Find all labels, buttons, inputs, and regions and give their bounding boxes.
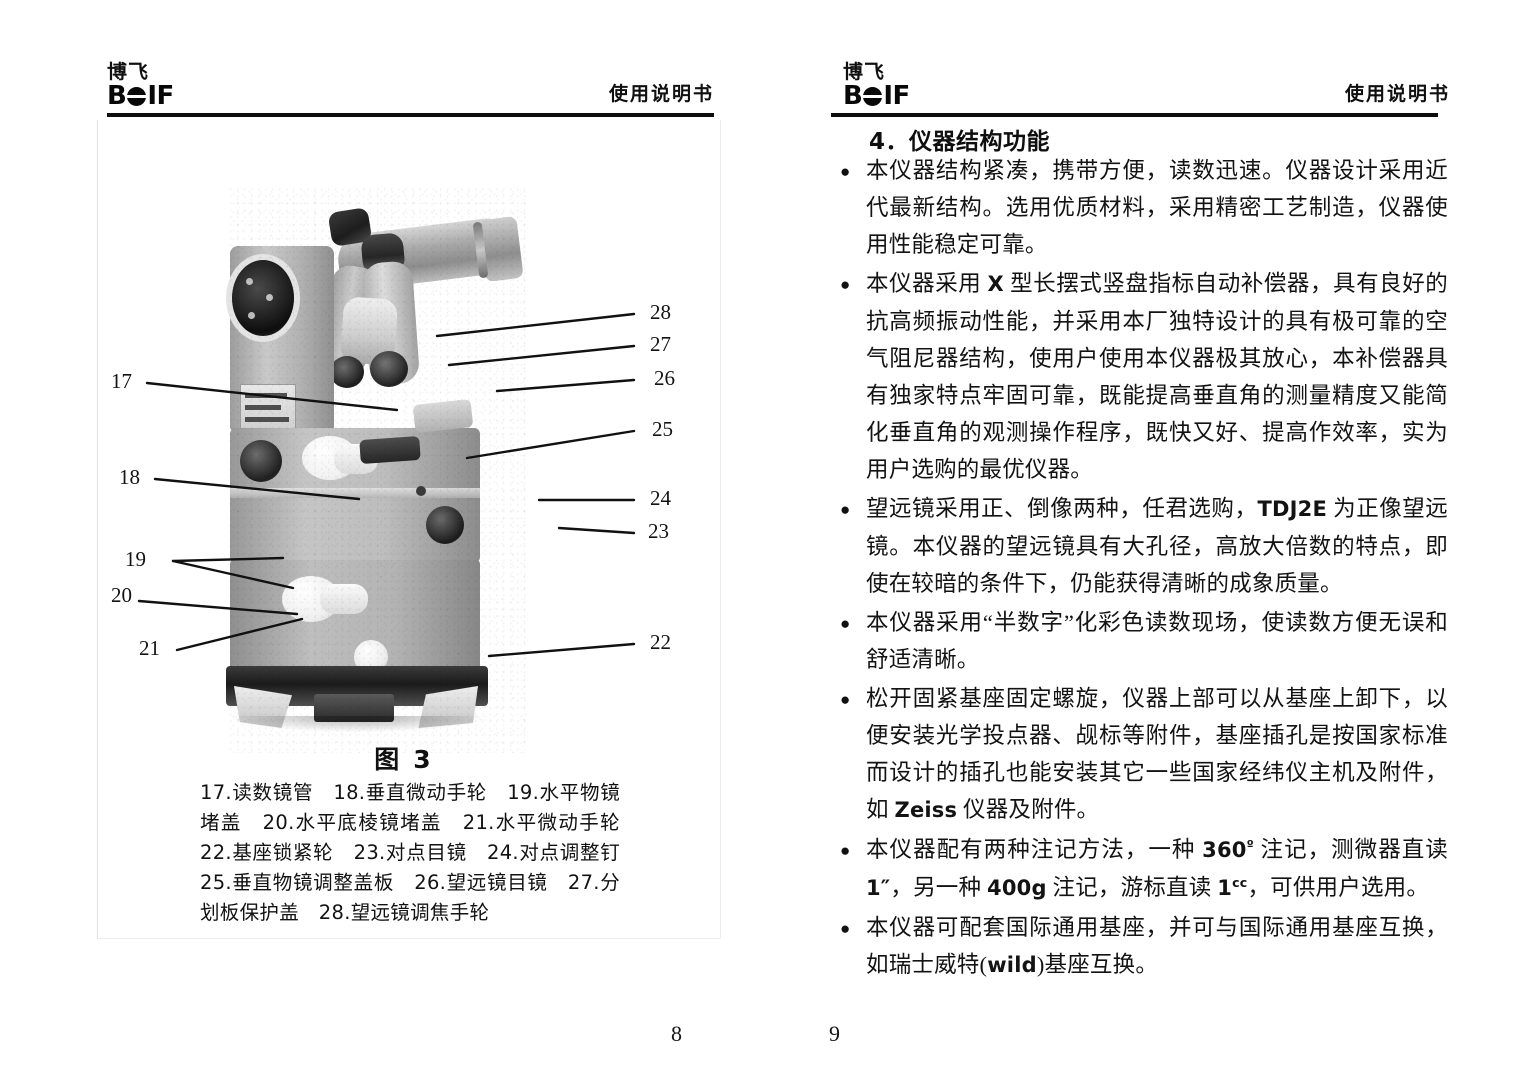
bullet-item-1: ● 本仪器结构紧凑，携带方便，读数迅速。仪器设计采用近代最新结构。选用优质材料，…: [840, 152, 1448, 263]
callout-number-23: 23: [648, 519, 669, 543]
bullet-item-5: ● 松开固紧基座固定螺旋，仪器上部可以从基座上卸下，以便安装光学投点器、觇标等附…: [840, 680, 1448, 829]
callout-number-19: 19: [125, 547, 146, 571]
brand-logo-letters-if: IF: [147, 81, 174, 111]
bullet-marker-5: ●: [840, 690, 851, 709]
levelling-screw-center: [314, 694, 394, 722]
figure-3: 17 18 19 20 21 28 27 26 25 24 23 22: [97, 128, 722, 753]
callout-number-18: 18: [119, 465, 140, 489]
figure-number: 3: [413, 745, 445, 774]
figure-label: 图: [374, 745, 414, 774]
photo-shadow: [230, 716, 485, 732]
cover-dot-1: [246, 278, 253, 285]
reading-eyepiece: [370, 351, 408, 387]
brand-logo-latin-right: B IF: [843, 83, 910, 109]
bullet-item-2: ● 本仪器采用 X 型长摆式竖盘指标自动补偿器，具有良好的抗高频振动性能，并采用…: [840, 265, 1448, 488]
brand-logo-letters-if-right: IF: [883, 81, 910, 111]
page-right: 博飞 B IF 使用说明书 4．仪器结构功能 ● 本仪器结构紧凑，携带方便，读数…: [760, 0, 1517, 1075]
bullet-list: ● 本仪器结构紧凑，携带方便，读数迅速。仪器设计采用近代最新结构。选用优质材料，…: [840, 152, 1448, 986]
bullet-text-3: 望远镜采用正、倒像两种，任君选购，TDJ2E 为正像望远镜。本仪器的望远镜具有大…: [866, 496, 1449, 596]
telescope-eyepiece: [330, 356, 364, 388]
nameplate-line-2: [245, 405, 281, 410]
running-header-right: 博飞 B IF 使用说明书: [843, 61, 1450, 110]
callout-number-20: 20: [111, 583, 132, 607]
running-header-left: 博飞 B IF 使用说明书: [107, 61, 714, 110]
section-title: 仪器结构功能: [909, 129, 1051, 155]
bullet-marker-2: ●: [840, 275, 851, 294]
brand-logo-chinese-right: 博飞: [843, 61, 886, 83]
callout-number-28: 28: [650, 300, 671, 324]
bullet-item-3: ● 望远镜采用正、倒像两种，任君选购，TDJ2E 为正像望远镜。本仪器的望远镜具…: [840, 490, 1448, 602]
vertical-circle-cover: [232, 260, 294, 336]
section-heading: 4．仪器结构功能: [869, 122, 1050, 156]
bullet-item-4: ● 本仪器采用“半数字”化彩色读数现场，使读数方便无误和舒适清晰。: [840, 604, 1448, 678]
callout-number-17: 17: [111, 369, 132, 393]
brand-logo-latin: B IF: [107, 83, 174, 109]
bullet-text-4: 本仪器采用“半数字”化彩色读数现场，使读数方便无误和舒适清晰。: [866, 610, 1448, 672]
bullet-marker-4: ●: [840, 614, 851, 633]
circle-o-icon-right: [862, 86, 884, 106]
figure-title: 图3: [97, 740, 722, 776]
bullet-marker-6: ●: [840, 841, 851, 860]
brand-logo-chinese: 博飞: [107, 61, 150, 83]
brand-logo-letter-b-right: B: [843, 81, 863, 111]
optical-plummet-eyepiece: [426, 506, 464, 544]
bullet-marker-1: ●: [840, 162, 851, 181]
callout-number-26: 26: [654, 366, 675, 390]
cover-dot-3: [248, 312, 255, 319]
bullet-text-6: 本仪器配有两种注记方法，一种 360º 注记，测微器直读 1″，另一种 400g…: [866, 837, 1448, 900]
brand-logo: 博飞 B IF: [107, 61, 174, 110]
page-number-right: 9: [829, 1021, 840, 1046]
header-rule-left: [107, 113, 714, 117]
brand-logo-letter-b: B: [107, 81, 127, 111]
callout-number-27: 27: [650, 332, 671, 356]
bullet-marker-3: ●: [840, 500, 851, 519]
page-number-left: 8: [671, 1021, 682, 1046]
bullet-marker-7: ●: [840, 919, 851, 938]
header-title-right: 使用说明书: [1344, 83, 1450, 105]
brand-logo-right: 博飞 B IF: [843, 61, 910, 110]
bullet-text-2: 本仪器采用 X 型长摆式竖盘指标自动补偿器，具有良好的抗高频振动性能，并采用本厂…: [866, 271, 1448, 482]
figure-caption: 17.读数镜管 18.垂直微动手轮 19.水平物镜堵盖 20.水平底棱镜堵盖 2…: [200, 781, 640, 924]
bullet-item-6: ● 本仪器配有两种注记方法，一种 360º 注记，测微器直读 1″，另一种 40…: [840, 831, 1448, 907]
bullet-text-1: 本仪器结构紧凑，携带方便，读数迅速。仪器设计采用近代最新结构。选用优质材料，采用…: [866, 158, 1448, 257]
cover-dot-2: [266, 294, 273, 301]
header-rule-right: [831, 113, 1438, 117]
page-left: 博飞 B IF 使用说明书: [97, 61, 722, 1046]
bullet-item-7: ● 本仪器可配套国际通用基座，并可与国际通用基座互换，如瑞士威特(wild)基座…: [840, 909, 1448, 984]
optical-plummet-adjust-screw: [416, 486, 426, 496]
objective-plug-cap: [240, 440, 282, 482]
callout-number-24: 24: [650, 486, 671, 510]
horizontal-tangent-knob-shaft: [320, 584, 368, 614]
bullet-text-5: 松开固紧基座固定螺旋，仪器上部可以从基座上卸下，以便安装光学投点器、觇标等附件，…: [866, 686, 1448, 822]
callout-number-22: 22: [650, 630, 671, 654]
instrument-nameplate: [240, 384, 296, 430]
section-number: 4．: [869, 129, 910, 155]
circle-o-icon: [126, 86, 148, 106]
bullet-text-7: 本仪器可配套国际通用基座，并可与国际通用基座互换，如瑞士威特(wild)基座互换…: [866, 915, 1448, 977]
nameplate-line-3: [245, 417, 289, 422]
header-title-left: 使用说明书: [608, 83, 714, 105]
horizontal-circle-band: [230, 488, 480, 498]
callout-leaders: 17 18 19 20 21 28 27 26 25 24 23 22: [97, 128, 722, 748]
callout-number-25: 25: [652, 417, 673, 441]
callout-number-21: 21: [139, 636, 160, 660]
